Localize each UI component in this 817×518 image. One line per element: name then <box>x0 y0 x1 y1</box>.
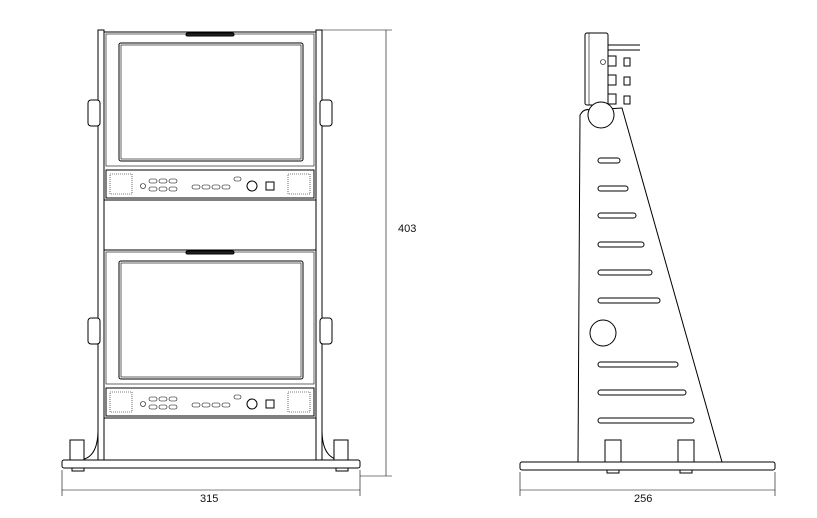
control-panel <box>105 169 315 199</box>
side-knobs <box>87 99 333 345</box>
speaker-grille <box>287 173 311 195</box>
height-dimension-label: 403 <box>398 223 416 235</box>
width-dimension <box>61 470 361 496</box>
speaker-grille <box>109 173 133 195</box>
depth-dimension <box>519 472 776 496</box>
adjust-slots <box>597 157 695 424</box>
side-base <box>519 439 776 474</box>
width-dimension-label: 315 <box>200 493 218 505</box>
monitor-side <box>584 32 640 106</box>
side-view <box>519 32 776 496</box>
monitor-top <box>103 31 317 201</box>
depth-dimension-label: 256 <box>634 493 652 505</box>
front-view <box>61 29 392 496</box>
height-dimension <box>316 29 392 477</box>
monitor-bottom <box>103 249 317 419</box>
side-bracket-plate <box>577 107 723 463</box>
adjust-knobs <box>587 101 617 347</box>
base <box>61 439 361 472</box>
power-knob <box>246 180 258 192</box>
